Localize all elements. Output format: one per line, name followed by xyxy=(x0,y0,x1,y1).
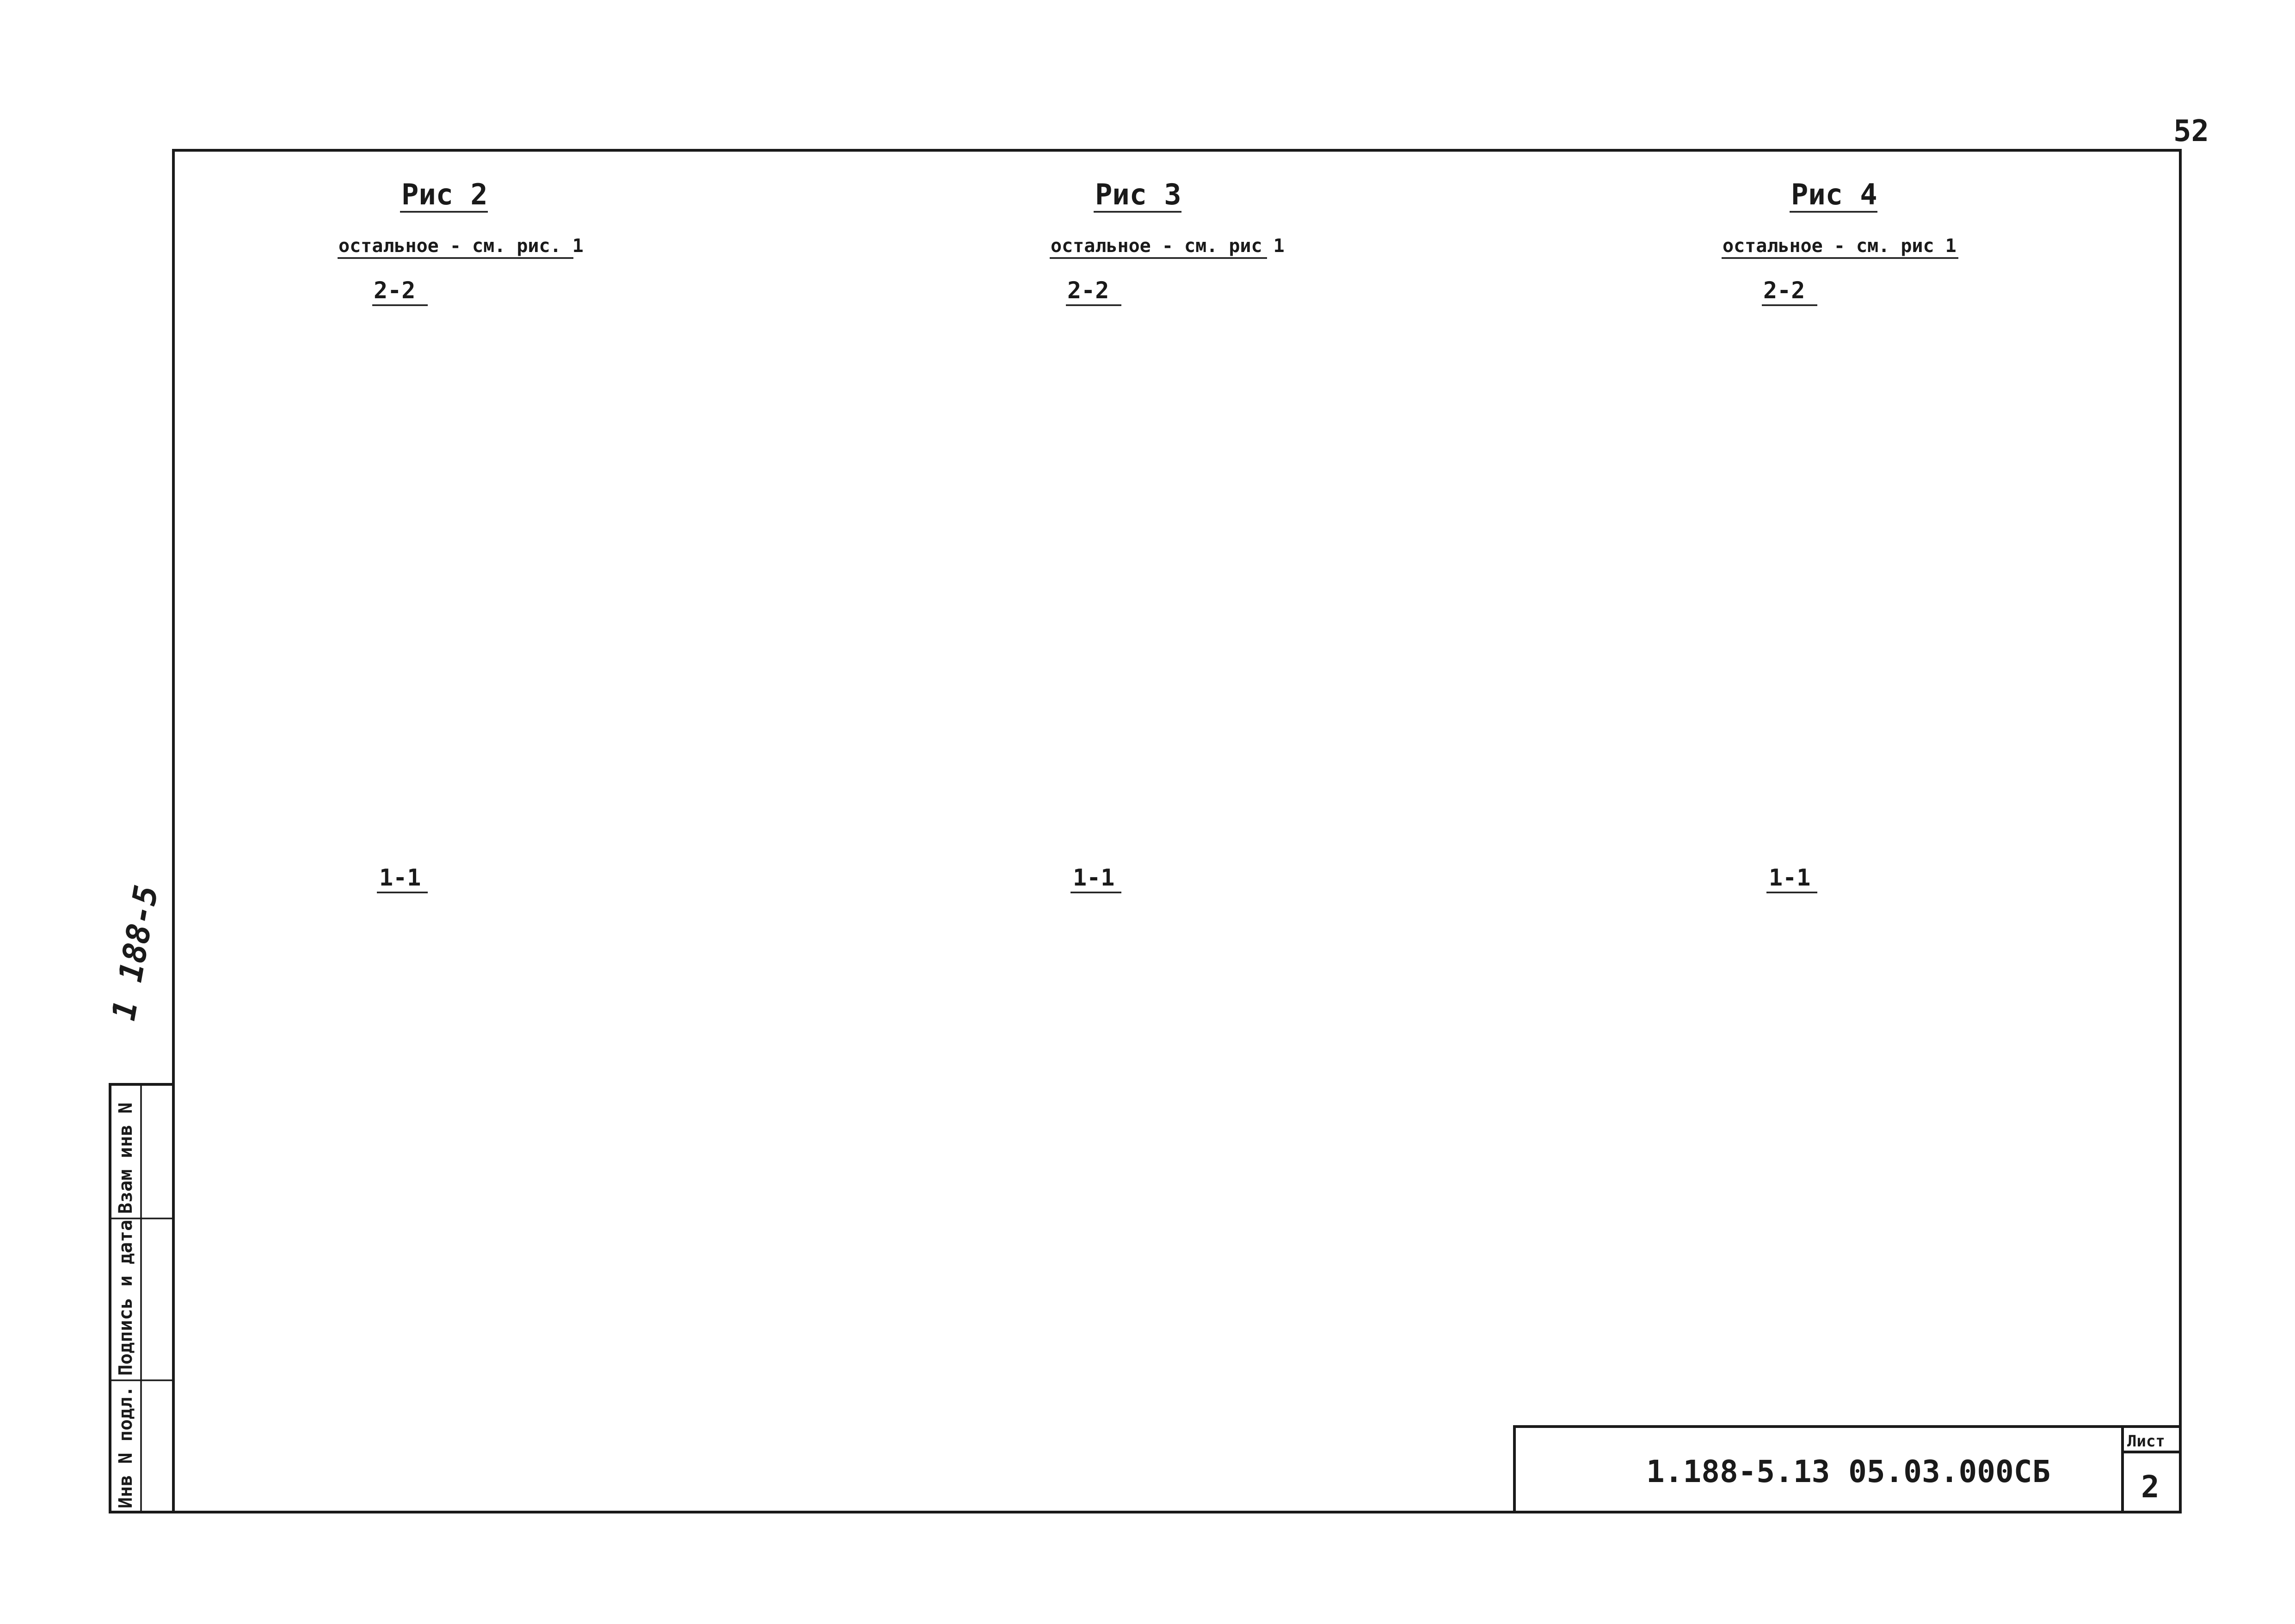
drawing-code: 1.188-5.13 05.03.000СБ xyxy=(1646,1454,2050,1489)
section-label: 2-2 xyxy=(374,277,415,304)
sheet-label: Лист xyxy=(2127,1432,2165,1451)
figure-title: Рис 3 xyxy=(1095,178,1181,211)
plan-label: 1-1 xyxy=(1073,864,1114,891)
section-2-2: 2-2 8 1 1 380 265 xyxy=(372,277,428,306)
figure-body-2: 2-2 8 1 1 380 265 xyxy=(1066,277,1121,893)
plan-label: 1-1 xyxy=(379,864,421,891)
figure-body-3: 2-2 8 1 1 380 265 xyxy=(1762,277,1817,893)
figure-note: остальное - см. рис 1 xyxy=(1723,235,1957,257)
plan-1-1: 1-1 375 575 630 400 60 35 xyxy=(1071,864,1121,893)
figure-title: Рис 4 xyxy=(1791,178,1877,211)
title-block: 1.188-5.13 05.03.000СБ Лист 2 xyxy=(1513,1425,2182,1513)
plan-1-1: 1-1 375 575 630 400 60 35 xyxy=(1766,864,1817,893)
side-stamp: Инв N подл. Подпись и дата Взам инв N 1 … xyxy=(105,882,175,1513)
figure-ris-4: Рис 4 остальное - см. рис 1 xyxy=(1722,178,1958,259)
sheet-value: 2 xyxy=(2141,1469,2160,1505)
side-code: 1 188-5 xyxy=(105,882,166,1023)
section-2-2: 2-2 8 1 1 380 265 xyxy=(1762,277,1817,306)
figure-note: остальное - см. рис. 1 xyxy=(338,235,584,257)
section-label: 2-2 xyxy=(1067,277,1109,304)
sheet-number: 52 xyxy=(2173,114,2209,148)
drawing-frame xyxy=(172,149,2182,1513)
figure-note: остальное - см. рис 1 xyxy=(1051,235,1285,257)
title-block-frame xyxy=(1513,1425,2182,1513)
plan-1-1: 1-1 375 575 630 400 60 35 xyxy=(377,864,428,893)
section-2-2: 2-2 8 1 1 380 265 xyxy=(1066,277,1121,306)
figure-title: Рис 2 xyxy=(401,178,488,211)
stamp-label-inv: Инв N подл. xyxy=(115,1386,136,1508)
figure-body-1: 2-2 8 1 1 380 265 xyxy=(372,277,428,893)
figure-header: Рис 2 остальное - см. рис. 1 xyxy=(338,178,584,259)
section-label: 2-2 xyxy=(1763,277,1805,304)
figure-ris-3: Рис 3 остальное - см. рис 1 xyxy=(1050,178,1285,259)
figure-ris-2: Рис 2 остальное - см. рис. 1 xyxy=(338,178,584,259)
stamp-label-sign: Подпись и дата xyxy=(115,1220,136,1376)
plan-label: 1-1 xyxy=(1769,864,1810,891)
figures-host: 2-2 8 1 1 380 265 xyxy=(372,277,1817,893)
stamp-label-replace: Взам инв N xyxy=(115,1102,136,1214)
